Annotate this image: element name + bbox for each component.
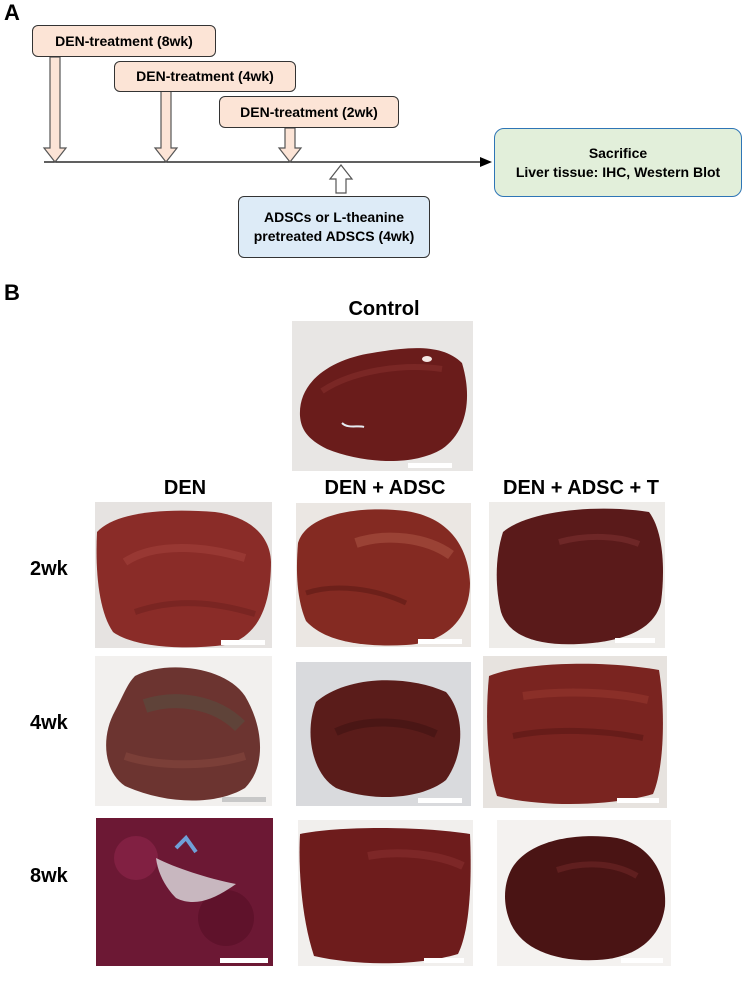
sacrifice-line2: Liver tissue: IHC, Western Blot <box>515 163 721 180</box>
liver-photo-den-adsc-4wk <box>296 662 471 806</box>
control-label: Control <box>348 298 420 320</box>
column-label-den-adsc-t: DEN + ADSC + T <box>503 477 659 499</box>
sacrifice-box: Sacrifice Liver tissue: IHC, Western Blo… <box>494 128 742 197</box>
scale-bar-den-2wk <box>221 640 265 645</box>
panel-a-letter: A <box>4 0 20 25</box>
liver-photo-den-adsc-t-2wk <box>489 502 665 648</box>
den-treatment-8wk-label: DEN-treatment (8wk) <box>55 32 193 49</box>
liver-photo-den-4wk <box>95 656 272 806</box>
scale-bar-den-adsc-2wk <box>418 639 462 644</box>
den-treatment-4wk-box: DEN-treatment (4wk) <box>114 61 296 92</box>
up-arrow-adsc <box>328 164 354 194</box>
timeline-diagram <box>42 56 492 194</box>
liver-photo-den-adsc-t-8wk <box>497 820 671 966</box>
den-treatment-2wk-box: DEN-treatment (2wk) <box>219 96 399 128</box>
scale-bar-control <box>408 463 452 468</box>
row-label-4wk: 4wk <box>30 712 68 734</box>
timeline-arrowhead <box>480 157 492 167</box>
control-liver-photo <box>292 321 473 471</box>
scale-bar-den-4wk <box>222 797 266 802</box>
row-label-2wk: 2wk <box>30 558 68 580</box>
scale-bar-den-adsc-t-2wk <box>615 638 655 643</box>
scale-bar-den-adsc-8wk <box>424 958 464 963</box>
liver-photo-den-adsc-8wk <box>298 820 473 966</box>
scale-bar-den-adsc-t-4wk <box>617 798 659 803</box>
den-treatment-8wk-box: DEN-treatment (8wk) <box>32 25 216 57</box>
adsc-treatment-box: ADSCs or L-theanine pretreated ADSCS (4w… <box>238 196 430 258</box>
liver-photo-den-adsc-t-4wk <box>483 656 667 808</box>
scale-bar-den-adsc-t-8wk <box>621 958 663 963</box>
den-treatment-2wk-label: DEN-treatment (2wk) <box>240 103 378 120</box>
scale-bar-den-8wk <box>220 958 268 963</box>
down-arrow-8wk <box>42 56 68 163</box>
row-label-8wk: 8wk <box>30 865 68 887</box>
column-label-den: DEN <box>163 477 207 499</box>
down-arrow-4wk <box>153 89 179 163</box>
liver-photo-den-2wk <box>95 502 272 648</box>
sacrifice-line1: Sacrifice <box>588 144 648 161</box>
scale-bar-den-adsc-4wk <box>418 798 462 803</box>
liver-photo-den-adsc-2wk <box>296 503 471 647</box>
panel-b-letter: B <box>4 280 20 305</box>
adsc-treatment-line1: ADSCs or L-theanine <box>263 209 404 226</box>
column-label-den-adsc: DEN + ADSC <box>324 477 446 499</box>
down-arrow-2wk <box>277 127 303 163</box>
den-treatment-4wk-label: DEN-treatment (4wk) <box>136 68 274 85</box>
adsc-treatment-line2: pretreated ADSCS (4wk) <box>253 228 415 244</box>
liver-photo-den-8wk <box>96 818 273 966</box>
